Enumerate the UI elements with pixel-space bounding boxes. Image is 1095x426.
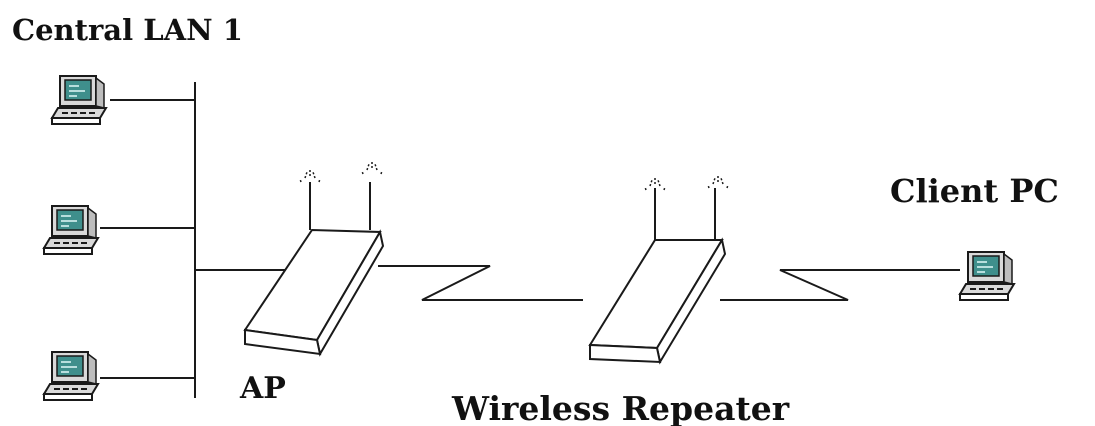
wireless-link-ap-repeater: [378, 265, 583, 301]
computer-icon: [959, 251, 1015, 301]
wireless-link-repeater-client: [720, 269, 960, 301]
antenna-icon: [299, 167, 321, 183]
computer-icon: [43, 351, 99, 401]
central-lan-label: Central LAN 1: [12, 13, 243, 47]
access-point-icon: [243, 159, 385, 357]
client-pc-label: Client PC: [890, 172, 1059, 210]
computer-icon: [51, 75, 107, 125]
computer-icon: [43, 205, 99, 255]
repeater-label: Wireless Repeater: [451, 389, 790, 426]
antenna-icon: [707, 173, 729, 189]
antenna-icon: [644, 175, 666, 191]
antenna-icon: [361, 159, 383, 175]
repeater-icon: [588, 173, 729, 365]
ap-label: AP: [239, 371, 286, 406]
